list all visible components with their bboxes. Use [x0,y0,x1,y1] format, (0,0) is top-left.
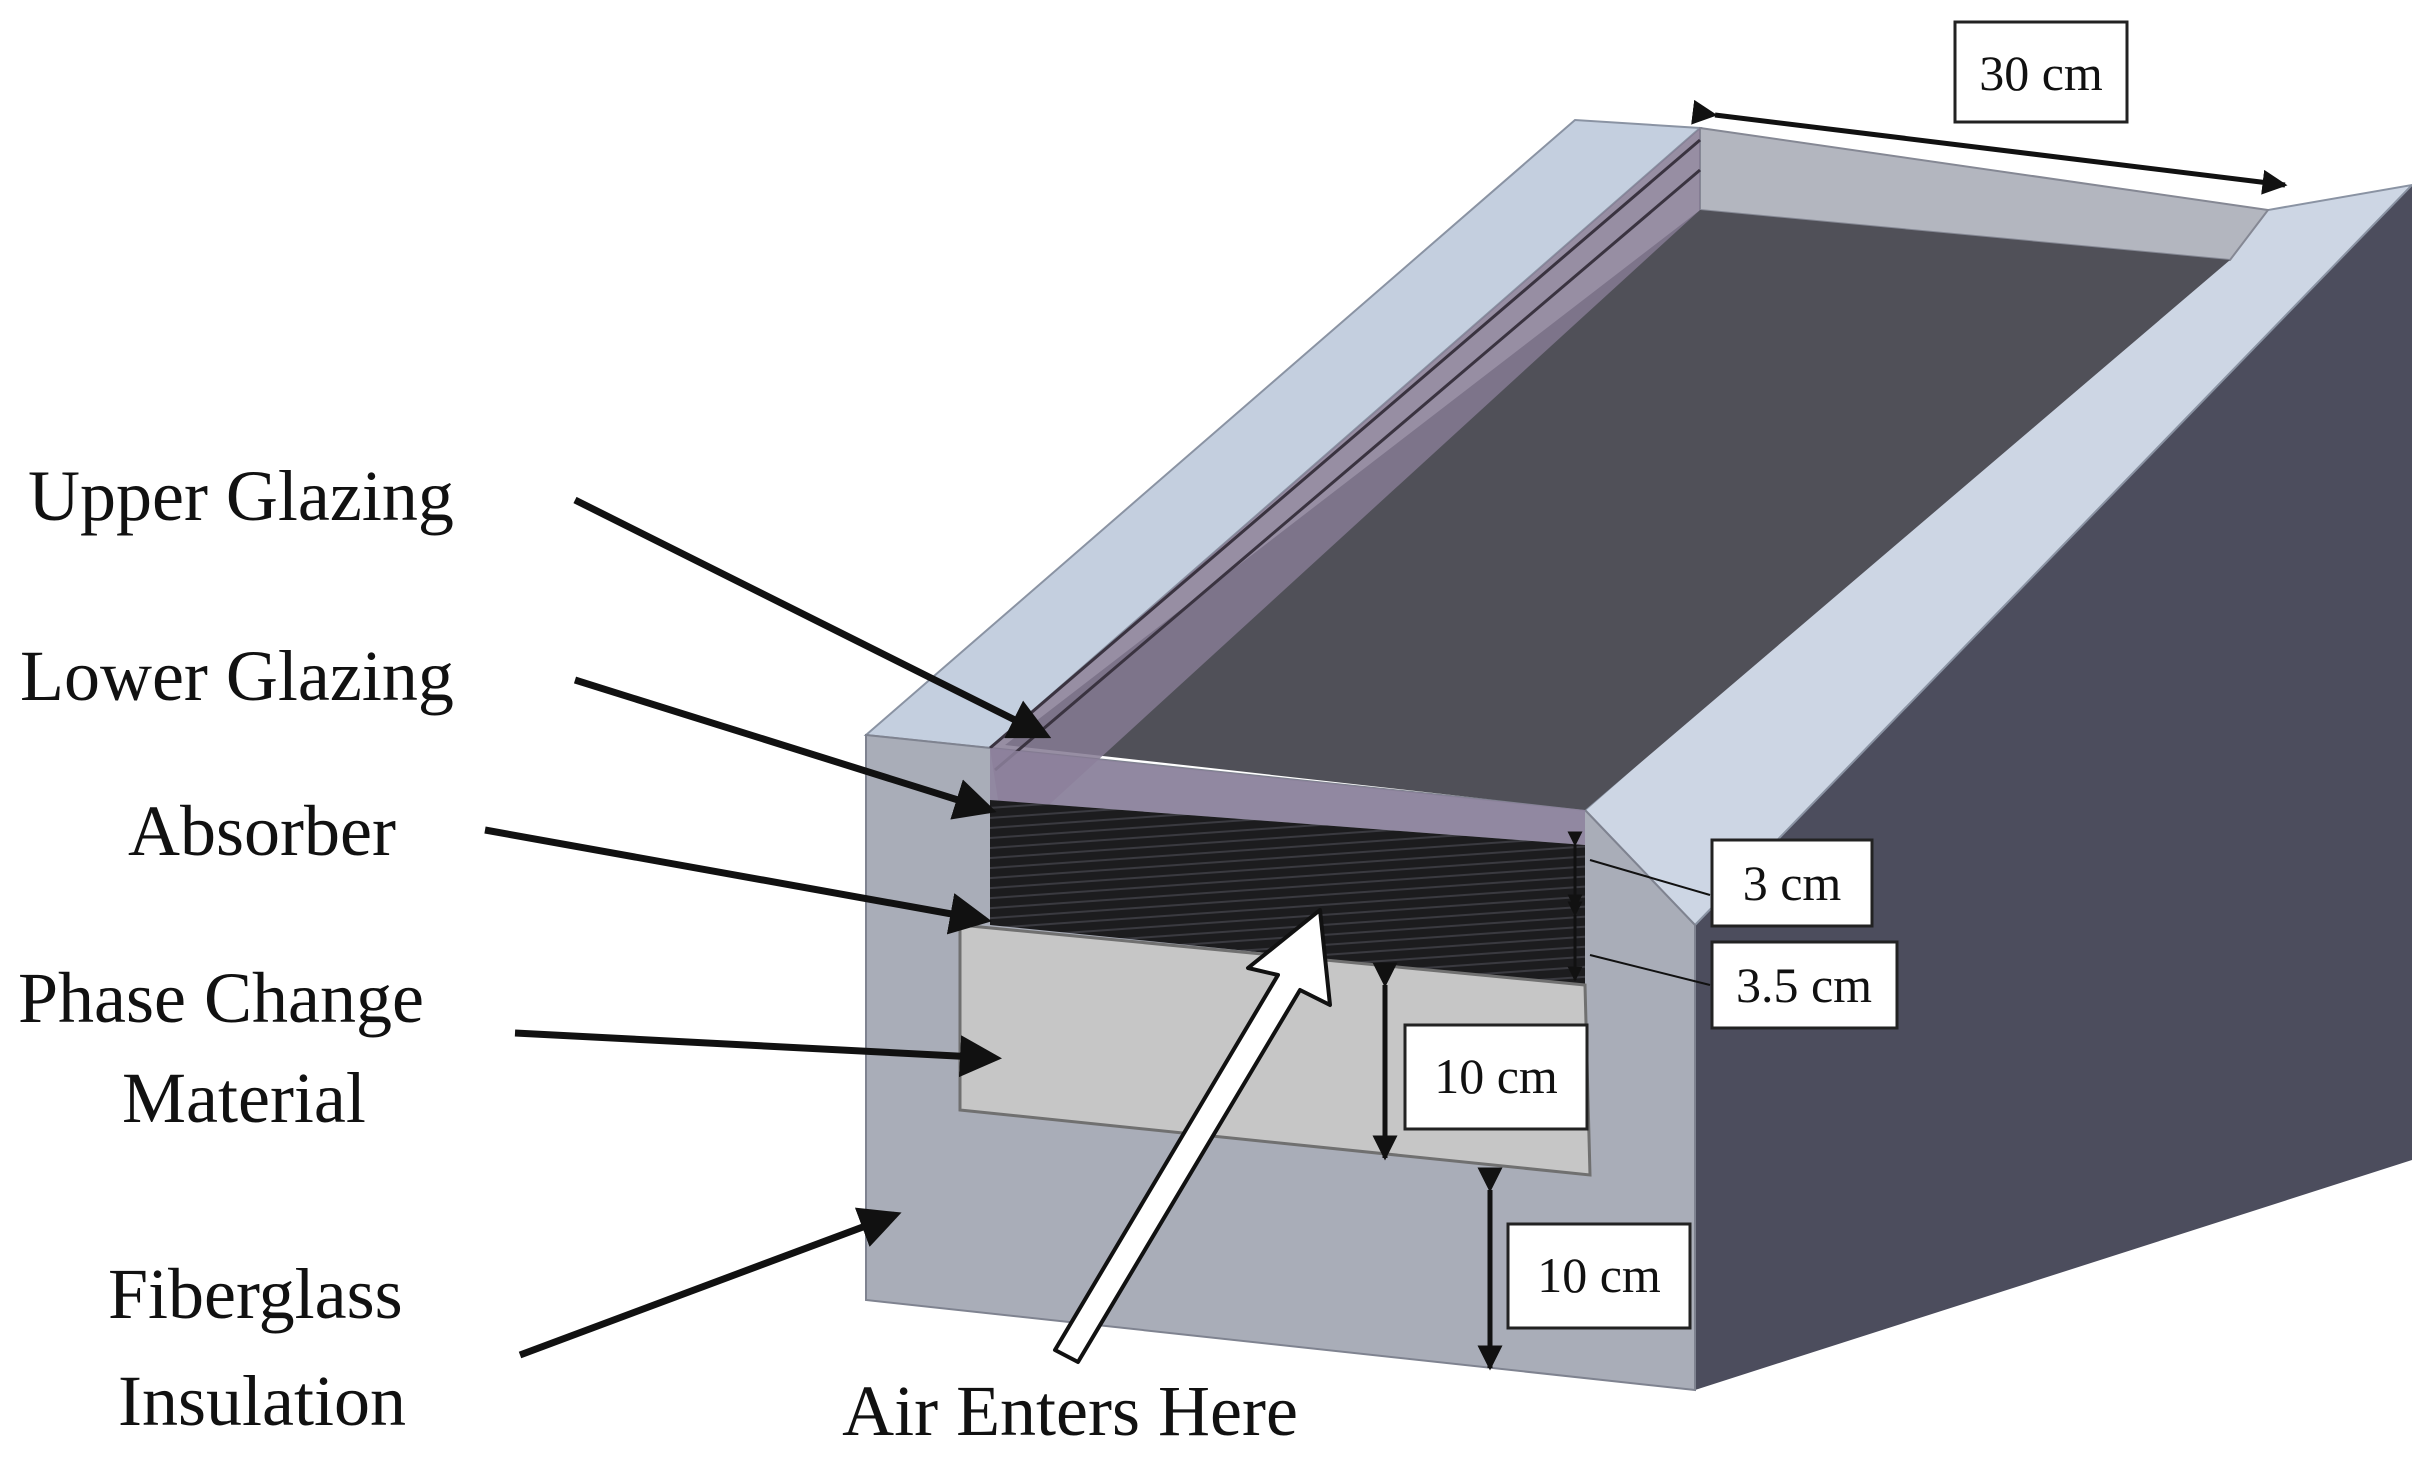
channel-floor [1005,210,2230,810]
width-dimension-arrow [1691,99,2288,195]
fiberglass-label-line1: Fiberglass [108,1254,403,1334]
air-gap-dimension-label: 3 cm [1743,855,1842,911]
glazing-panel [990,128,1700,845]
upper-glazing-leader [573,496,1052,739]
pcm-leader [514,1029,1002,1078]
absorber-leader [484,826,992,935]
fiberglass-leader [518,1207,902,1359]
pcm-label-line1: Phase Change [18,958,424,1038]
absorber-gap-dimension-box [1710,940,1899,1030]
insulation-depth-label: 10 cm [1537,1247,1661,1303]
air-gap-dimension-box [1710,838,1874,928]
glazing-front-edge [990,748,1585,845]
upper-glazing-label: Upper Glazing [28,456,454,536]
fiberglass-label-line2: Insulation [118,1361,406,1441]
pcm-depth-box [1403,1023,1589,1131]
absorber-layer [990,800,1585,985]
lower-glazing-line [994,168,1701,772]
insulation-depth-box [1506,1222,1692,1330]
lower-glazing-leader [573,676,997,820]
width-dimension-label: 30 cm [1979,45,2103,101]
air-entry-label: Air Enters Here [842,1371,1298,1451]
pcm-depth-label: 10 cm [1434,1048,1558,1104]
absorber-gap-dimension-label: 3.5 cm [1736,957,1872,1013]
width-dimension-box [1953,20,2129,124]
absorber-label: Absorber [128,791,396,871]
air-entry-arrow [1053,908,1332,1364]
pcm-label-line2: Material [122,1058,366,1138]
lower-glazing-label: Lower Glazing [20,636,454,716]
upper-glazing-line [989,138,1701,750]
insulation-right-side [1695,185,2412,1390]
